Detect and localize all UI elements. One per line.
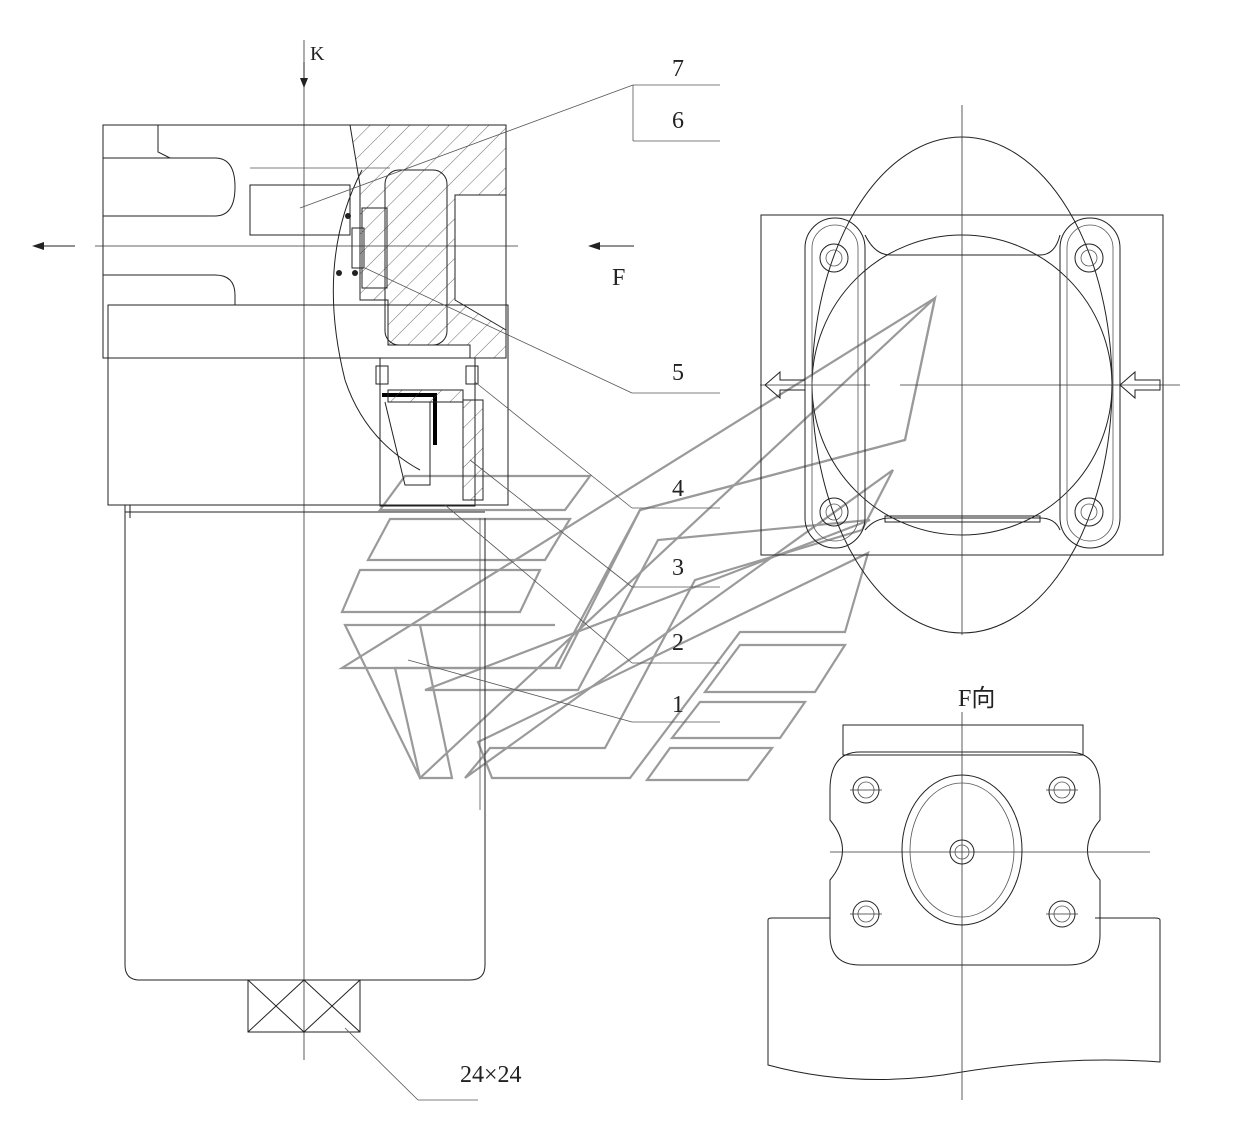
callout-5: 5	[672, 360, 684, 386]
wrench-size-label: 24×24	[460, 1062, 522, 1088]
callout-2: 2	[672, 630, 684, 656]
section-letter-k: K	[310, 43, 325, 65]
callout-4: 4	[672, 476, 684, 502]
filter-section-view	[32, 40, 634, 1060]
direction-letter-f: F	[612, 265, 625, 291]
callout-1: 1	[672, 692, 684, 718]
top-view-k	[760, 105, 1180, 635]
callout-leaders	[299, 84, 720, 1101]
callout-3: 3	[672, 555, 684, 581]
callout-6: 6	[672, 108, 684, 134]
front-view-f	[767, 712, 1161, 1100]
view-f-label: F向	[958, 685, 995, 712]
callout-7: 7	[672, 56, 684, 82]
callout-labels: 7 6 5 4 3 2 1 K F F向 24×24	[310, 43, 995, 1088]
watermark-logo	[338, 294, 937, 782]
